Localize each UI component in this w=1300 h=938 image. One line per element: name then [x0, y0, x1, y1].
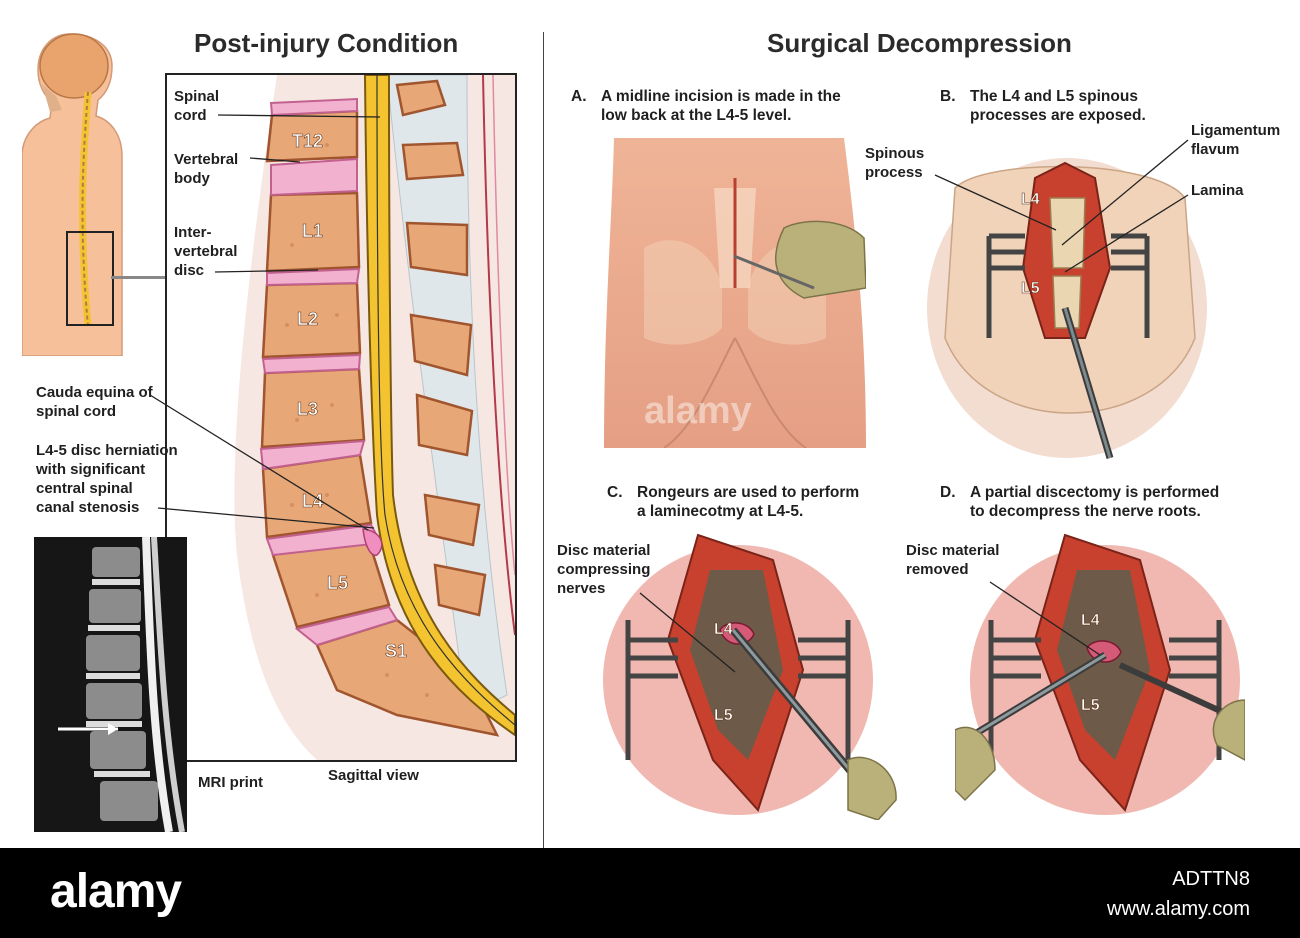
label-spinous-process: Spinous process: [865, 145, 925, 181]
left-leader-lines: [149, 114, 381, 531]
panel-b-illustration: L4 L5: [927, 158, 1207, 460]
right-panel-title: Surgical Decompression: [767, 28, 1072, 58]
watermark-text: alamy: [644, 390, 752, 432]
label-intervertebral-disc: Inter- vertebral disc: [174, 224, 238, 279]
panel-d-label-l5: L5: [1081, 697, 1100, 714]
footer-image-id: ADTTN8: [1172, 868, 1250, 890]
step-b-letter: B.: [940, 88, 956, 105]
step-c-text: Rongeurs are used to perform a laminecot…: [637, 484, 860, 520]
step-a-letter: A.: [571, 88, 587, 105]
step-d-letter: D.: [940, 484, 956, 501]
label-sagittal-view: Sagittal view: [328, 767, 419, 784]
vertebra-label-t12: T12: [292, 131, 323, 151]
step-a-caption: A. A midline incision is made in the low …: [571, 87, 841, 125]
right-leader-lines: [639, 139, 1189, 673]
left-panel-title: Post-injury Condition: [194, 28, 459, 58]
panel-b-label-l4: L4: [1021, 191, 1040, 208]
label-spinal-cord: Spinal cord: [174, 88, 220, 124]
sagittal-spine-illustration: T12 L1 L2 L3 L4 L5 S1: [167, 75, 515, 760]
label-mri-print: MRI print: [198, 774, 263, 791]
step-d-text: A partial discectomy is performed to dec…: [970, 484, 1220, 520]
footer-bar: alamy ADTTN8 www.alamy.com: [0, 848, 1300, 938]
label-ligamentum-flavum: Ligamentum flavum: [1191, 122, 1281, 158]
footer-logo: alamy: [50, 865, 182, 918]
vertebra-label-l4: L4: [302, 491, 323, 511]
panel-c-label-l5: L5: [714, 707, 733, 724]
step-d-caption: D. A partial discectomy is performed to d…: [940, 483, 1219, 521]
panel-divider: [543, 32, 544, 848]
step-b-caption: B. The L4 and L5 spinous processes are ex…: [940, 87, 1146, 125]
body-silhouette-figure: [22, 33, 123, 356]
panel-d-label-l4: L4: [1081, 612, 1100, 629]
panel-c-label-l4: L4: [714, 621, 733, 638]
step-b-text: The L4 and L5 spinous processes are expo…: [970, 88, 1146, 124]
panel-c-illustration: L4 L5: [603, 533, 897, 820]
panel-a-illustration: alamy: [604, 138, 866, 448]
vertebra-label-l1: L1: [302, 221, 323, 241]
vertebra-label-l2: L2: [297, 309, 318, 329]
footer-site: www.alamy.com: [1107, 898, 1250, 920]
label-vertebral-body: Vertebral body: [174, 151, 239, 187]
vertebra-label-l5: L5: [327, 573, 348, 593]
step-a-text: A midline incision is made in the low ba…: [601, 88, 841, 124]
sagittal-illustration-box: T12 L1 L2 L3 L4 L5 S1: [165, 73, 517, 762]
step-c-letter: C.: [607, 484, 623, 501]
panel-d-illustration: L4 L5: [955, 533, 1245, 815]
label-disc-herniation: L4-5 disc herniation with significant ce…: [36, 442, 178, 516]
panel-b-label-l5: L5: [1021, 280, 1040, 297]
vertebra-label-s1: S1: [385, 641, 407, 661]
vertebra-label-l3: L3: [297, 399, 318, 419]
footer-image-info: ADTTN8 www.alamy.com: [1107, 864, 1250, 924]
label-cauda-equina: Cauda equina of spinal cord: [36, 384, 153, 420]
label-disc-material-compressing: Disc material compressing nerves: [557, 542, 651, 597]
label-lamina: Lamina: [1191, 182, 1244, 199]
mri-print-image: [34, 537, 187, 832]
zoom-connector-line: [111, 276, 166, 279]
label-disc-material-removed: Disc material removed: [906, 542, 1000, 578]
step-c-caption: C. Rongeurs are used to perform a laminec…: [607, 483, 859, 521]
